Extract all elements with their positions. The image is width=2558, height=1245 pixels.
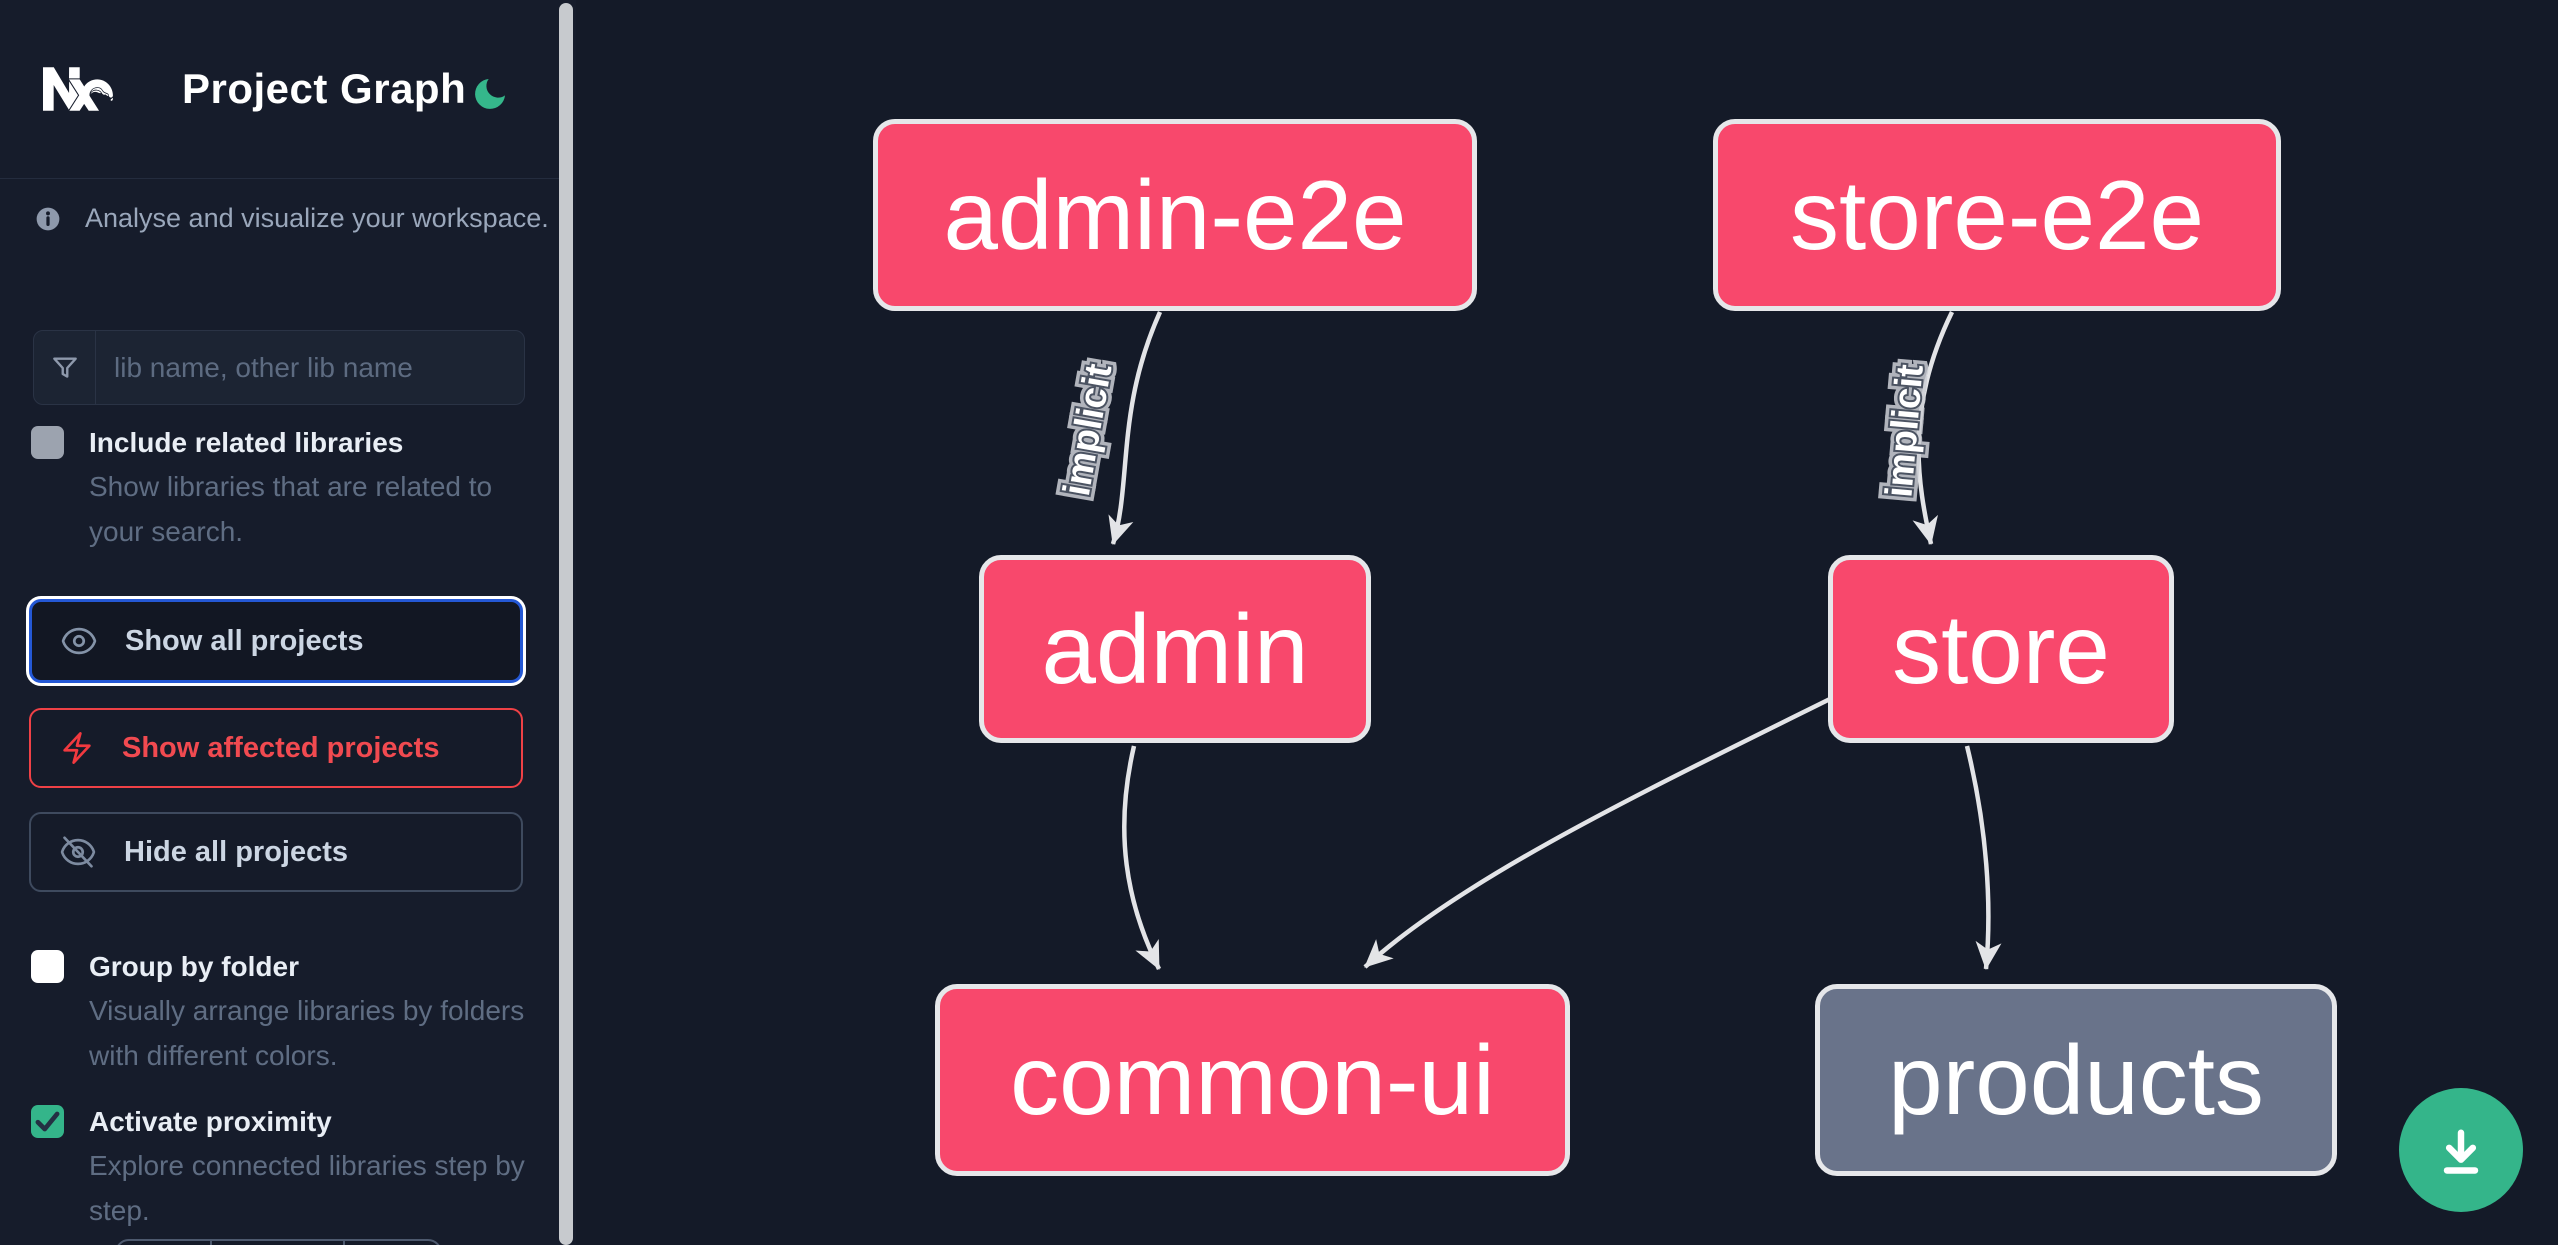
tagline: Analyse and visualize your workspace. [35, 203, 549, 234]
edge-admin-e2e-to-admin[interactable] [1108, 311, 1163, 545]
group-by-folder-label[interactable]: Group by folder [89, 951, 299, 982]
hide-all-projects-button[interactable]: Hide all projects [29, 812, 523, 892]
moon-icon[interactable] [470, 74, 510, 114]
include-related-label[interactable]: Include related libraries [89, 427, 404, 458]
activate-proximity-description: Explore connected libraries step by step… [89, 1150, 525, 1226]
funnel-icon [34, 331, 96, 404]
edge-label-implicit: implicit [1878, 363, 1931, 500]
search-input[interactable] [96, 331, 524, 404]
edge-store-to-common-ui[interactable] [1363, 696, 1831, 969]
checkbox-row-include-related: Include related libraries Show libraries… [31, 424, 536, 554]
sidebar: Project Graph Analyse and visualize your… [0, 0, 576, 1245]
graph-node-admin[interactable]: admin [979, 555, 1371, 743]
graph-node-products[interactable]: products [1815, 984, 2337, 1176]
hide-all-projects-label: Hide all projects [124, 835, 349, 868]
download-graph-button[interactable] [2399, 1088, 2523, 1212]
nx-logo-icon [43, 67, 114, 111]
edge-store-e2e-to-store[interactable] [1912, 311, 1955, 545]
activate-proximity-checkbox[interactable] [31, 1105, 64, 1138]
checkbox-row-group-by-folder: Group by folder Visually arrange librari… [31, 948, 536, 1078]
proximity-value [212, 1241, 345, 1245]
info-icon [36, 207, 60, 230]
edge-store-to-products[interactable] [1964, 745, 2002, 970]
download-icon [2443, 1129, 2479, 1174]
bolt-icon [63, 732, 91, 764]
proximity-decrement-button[interactable] [117, 1241, 212, 1245]
graph-node-store[interactable]: store [1828, 555, 2174, 743]
edge-label-implicit: implicit [1056, 360, 1121, 499]
proximity-increment-button[interactable] [345, 1241, 440, 1245]
checkbox-row-activate-proximity: Activate proximity Explore connected lib… [31, 1103, 536, 1233]
proximity-depth-stepper [115, 1239, 442, 1245]
show-affected-projects-button[interactable]: Show affected projects [29, 708, 523, 788]
activate-proximity-label[interactable]: Activate proximity [89, 1106, 332, 1137]
eye-off-icon [60, 836, 96, 868]
group-by-folder-checkbox[interactable] [31, 950, 64, 983]
page-title: Project Graph [182, 65, 467, 112]
graph-node-common-ui[interactable]: common-ui [935, 984, 1570, 1176]
include-related-checkbox[interactable] [31, 426, 64, 459]
show-all-projects-label: Show all projects [125, 624, 364, 657]
group-by-folder-description: Visually arrange libraries by folders wi… [89, 995, 525, 1071]
search-box [33, 330, 525, 405]
edges-layer: implicit implicit implicit implicit [1050, 311, 2002, 970]
sidebar-scrollbar[interactable] [559, 3, 573, 1245]
eye-icon [61, 627, 97, 655]
check-icon [35, 1111, 60, 1132]
include-related-description: Show libraries that are related to your … [89, 471, 493, 547]
tagline-text: Analyse and visualize your workspace. [85, 203, 549, 233]
show-affected-projects-label: Show affected projects [122, 731, 440, 764]
graph-node-store-e2e[interactable]: store-e2e [1713, 119, 2281, 311]
graph-node-admin-e2e[interactable]: admin-e2e [873, 119, 1477, 311]
edge-admin-to-common-ui[interactable] [1122, 745, 1162, 970]
graph-canvas[interactable]: implicit implicit implicit implicit admi… [576, 0, 2558, 1245]
show-all-projects-button[interactable]: Show all projects [29, 599, 523, 683]
sidebar-header: Project Graph [0, 0, 560, 179]
